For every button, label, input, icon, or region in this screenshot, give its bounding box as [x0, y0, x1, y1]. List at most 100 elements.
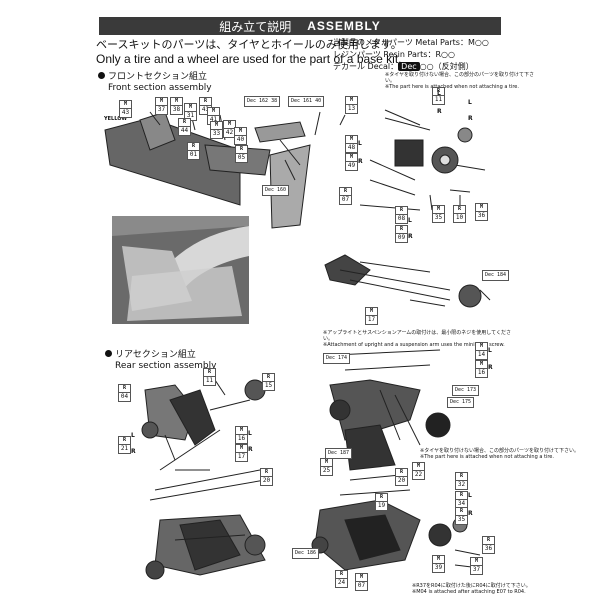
- decal-tag: Dec 162 38: [244, 96, 281, 107]
- front-note-2: ※アップライトとサスペンションアームの取付けは、最小限のネジを使用してください。…: [323, 330, 518, 348]
- front-title-jp: フロントセクション組立: [108, 72, 208, 82]
- right-marker: R: [131, 448, 136, 455]
- legend-metal: 当製品のメタルパーツ Metal Parts：M○○: [333, 38, 489, 47]
- bullet-icon: [105, 350, 112, 357]
- rear-section-title: リアセクション組立 Rear section assembly: [105, 350, 216, 372]
- legend-resin: レジンパーツ Resin Parts：R○○: [333, 50, 455, 59]
- right-marker: R: [248, 446, 253, 453]
- rear-note-en-2: ※M04 is attached after attaching E07 to …: [412, 589, 526, 595]
- rear-title-jp: リアセクション組立: [115, 350, 196, 360]
- legend-decal: デカール Decal：Dec○○（反対側）: [333, 61, 489, 73]
- front-note-1: ※タイヤを取り付けない場合、この部分のパーツを取り付けて下さい。 ※The pa…: [385, 72, 535, 90]
- legend-decal-badge: Dec: [398, 62, 420, 71]
- right-marker: R: [468, 510, 473, 517]
- rear-note-jp-2: ※R37をR04に取付けた後にR04に取付けて下さい。: [412, 583, 531, 589]
- legend-decal-label: デカール Decal：: [333, 62, 399, 71]
- intro-jp: ベースキットのパーツは、タイヤとホイールのみ使用します。: [96, 38, 402, 51]
- decal-tag: Dec 175: [447, 397, 475, 408]
- right-marker: R: [408, 233, 413, 240]
- decal-tag: Dec 174: [323, 353, 351, 364]
- front-title-en: Front section assembly: [108, 83, 212, 93]
- right-marker: R: [437, 108, 442, 115]
- left-marker: L: [248, 430, 252, 437]
- left-marker: L: [131, 432, 135, 439]
- legend-decal-suffix: ○○（反対側）: [419, 62, 474, 71]
- decal-tag: Dec 173: [452, 385, 480, 396]
- left-marker: L: [437, 90, 441, 97]
- front-note-jp-2: ※アップライトとサスペンションアームの取付けは、最小限のネジを使用してください。: [323, 330, 511, 342]
- parts-legend: 当製品のメタルパーツ Metal Parts：M○○ レジンパーツ Resin …: [333, 37, 489, 73]
- right-marker: R: [358, 158, 363, 165]
- right-marker: R: [468, 115, 473, 122]
- rear-note-1: ※タイヤを取り付けない場合、この部分のパーツを取り付けて下さい。 ※The pa…: [420, 448, 580, 460]
- front-note-jp: ※タイヤを取り付けない場合、この部分のパーツを取り付けて下さい。: [385, 72, 534, 84]
- front-section-title: フロントセクション組立 Front section assembly: [98, 72, 212, 94]
- front-wing-photo: [112, 216, 249, 324]
- rear-note-2: ※R37をR04に取付けた後にR04に取付けて下さい。 ※M04 is atta…: [412, 583, 552, 595]
- page-header: 組み立て説明 ASSEMBLY: [99, 17, 501, 35]
- decal-tag: Dec 187: [325, 448, 353, 459]
- decal-tag: Dec 186: [292, 548, 320, 559]
- header-title-jp: 組み立て説明: [219, 19, 292, 34]
- left-marker: L: [358, 140, 362, 147]
- rear-title-en: Rear section assembly: [115, 361, 217, 371]
- rear-note-en: ※The part here is attached when not atta…: [420, 454, 554, 460]
- right-marker: R: [488, 364, 493, 371]
- left-marker: L: [488, 347, 492, 354]
- left-marker: L: [408, 217, 412, 224]
- front-note-en-2: ※Attachment of upright and a suspension …: [323, 342, 505, 348]
- intro-en: Only a tire and a wheel are used for the…: [96, 52, 402, 66]
- header-title-en: ASSEMBLY: [307, 19, 381, 33]
- decal-tag: Dec 184: [482, 270, 510, 281]
- decal-tag: Dec 161 40: [288, 96, 325, 107]
- yellow-label: YELLOW: [104, 116, 127, 122]
- bullet-icon: [98, 72, 105, 79]
- left-marker: L: [468, 99, 472, 106]
- left-marker: L: [468, 492, 472, 499]
- rear-note-jp: ※タイヤを取り付けない場合、この部分のパーツを取り付けて下さい。: [420, 448, 579, 454]
- decal-tag: Dec 160: [262, 185, 290, 196]
- intro-text: ベースキットのパーツは、タイヤとホイールのみ使用します。 Only a tire…: [96, 37, 402, 67]
